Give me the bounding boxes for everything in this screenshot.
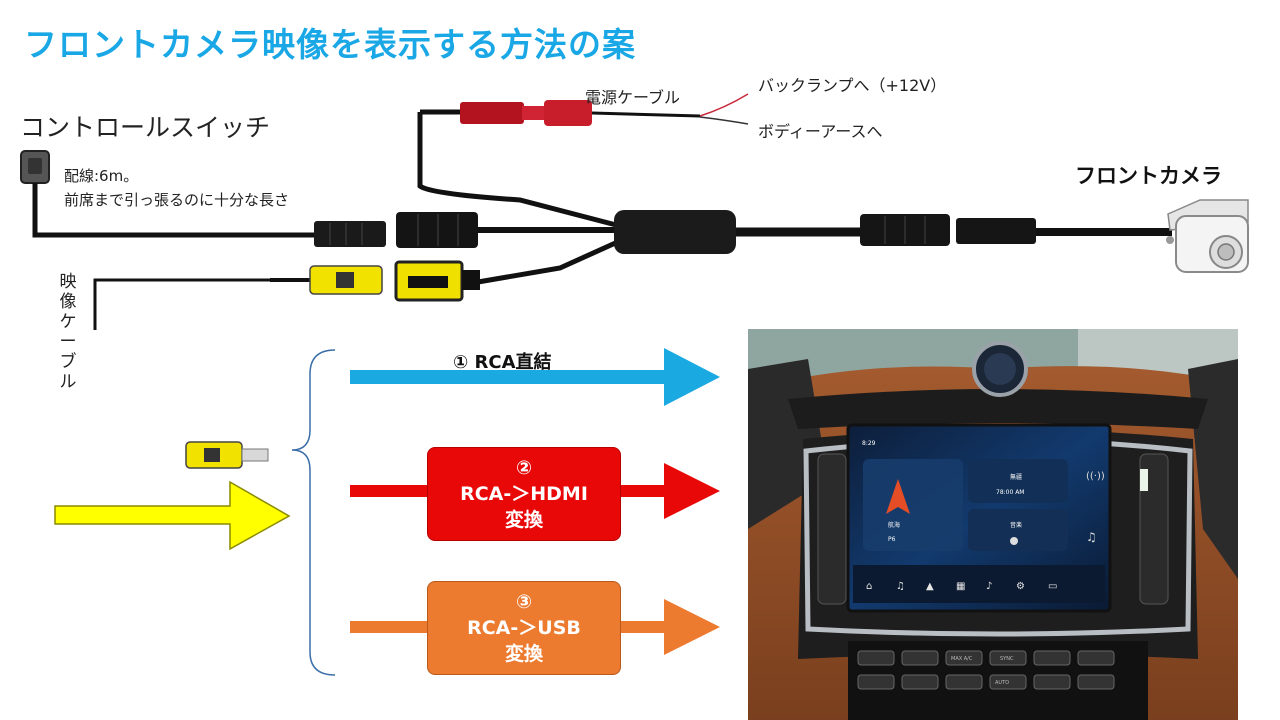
dashboard-photo: 8:29 航海 P6 無疆 78:00 AM 音楽 ((·)) ♫ ⌂ ♫ ▲ ▦ ♪… — [748, 329, 1238, 720]
svg-text:無疆: 無疆 — [1010, 473, 1022, 481]
page-title: フロントカメラ映像を表示する方法の案 — [24, 25, 636, 64]
input-arrow — [54, 480, 291, 551]
arrow-rca-direct — [350, 370, 670, 384]
video-cable-label: 映像ケーブル — [59, 272, 77, 392]
svg-text:P6: P6 — [888, 536, 896, 543]
svg-text:⚙: ⚙ — [1016, 581, 1025, 592]
svg-text:SYNC: SYNC — [1000, 656, 1014, 662]
wire-length-note: 配線:6m。 前席まで引っ張るのに十分な長さ — [64, 167, 290, 209]
video-cable-wire — [93, 278, 270, 330]
front-camera-icon — [1166, 199, 1249, 273]
power-wire-red — [699, 93, 749, 117]
flow-arrows — [54, 348, 720, 676]
option-hdmi-box: ② RCA-＞HDMI 変換 — [427, 447, 621, 541]
svg-text:78:00 AM: 78:00 AM — [996, 489, 1024, 496]
svg-text:MAX A/C: MAX A/C — [951, 656, 973, 662]
backlamp-label: バックランプへ（+12V） — [758, 76, 947, 95]
svg-text:♫: ♫ — [1086, 530, 1097, 544]
switch-connector — [314, 221, 386, 247]
wiring-diagram — [20, 93, 1249, 330]
option-usb-box: ③ RCA-＞USB 変換 — [427, 581, 621, 675]
power-connector-red — [460, 102, 524, 124]
switch-connector-2 — [396, 212, 478, 248]
body-earth-label: ボディーアースへ — [758, 122, 883, 141]
svg-text:⌂: ⌂ — [866, 581, 872, 592]
svg-text:AUTO: AUTO — [995, 680, 1009, 686]
svg-text:♪: ♪ — [986, 581, 992, 592]
svg-text:♫: ♫ — [896, 581, 905, 592]
front-camera-label: フロントカメラ — [1075, 164, 1222, 188]
option-rca-direct-label: ① RCA直結 — [453, 352, 552, 373]
switch-wire — [32, 183, 318, 238]
control-switch-label: コントロールスイッチ — [20, 113, 271, 142]
svg-text:((·)): ((·)) — [1086, 471, 1105, 482]
svg-text:▲: ▲ — [926, 581, 934, 592]
cable-hub — [614, 210, 736, 254]
power-cable-label: 電源ケーブル — [585, 88, 681, 107]
svg-text:8:29: 8:29 — [862, 440, 876, 447]
svg-text:航海: 航海 — [888, 521, 900, 529]
svg-text:音楽: 音楽 — [1010, 521, 1022, 529]
power-connector-red-2 — [544, 100, 592, 126]
svg-text:▦: ▦ — [956, 581, 965, 592]
svg-text:▭: ▭ — [1048, 581, 1057, 592]
power-wire-black — [699, 116, 749, 125]
option-bracket — [291, 349, 336, 676]
